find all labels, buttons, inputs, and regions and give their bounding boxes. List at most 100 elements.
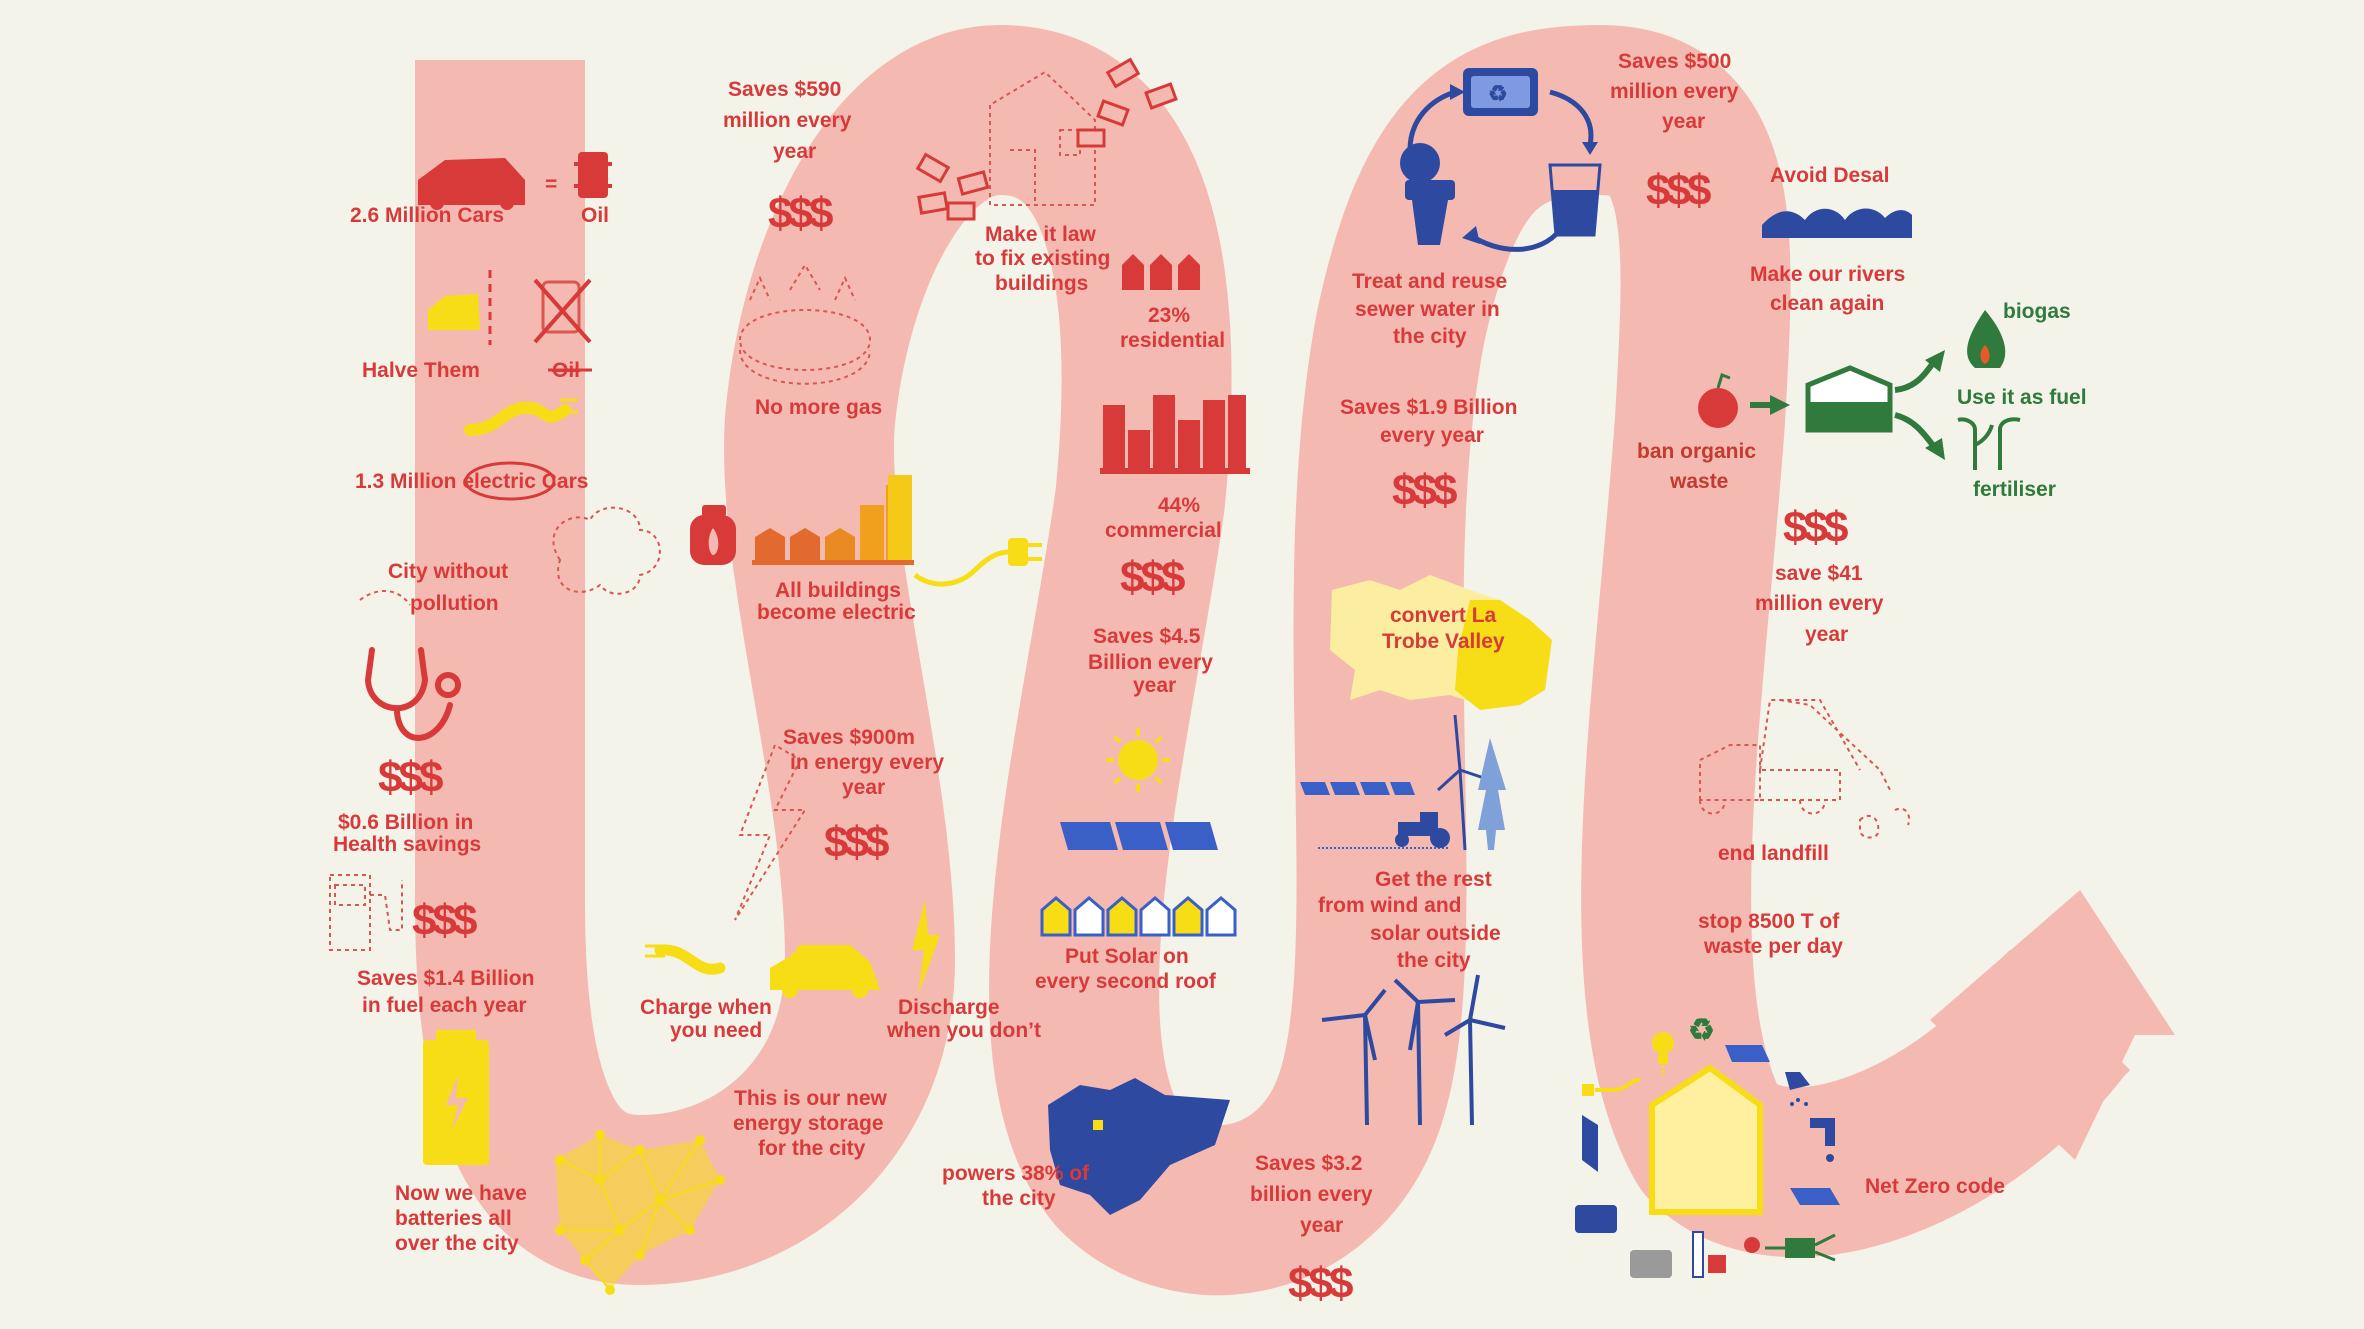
lightbulb-icon [1652, 1032, 1674, 1076]
sprout-icon [1957, 417, 2021, 470]
discharge-bolt-icon [912, 900, 940, 995]
wind-line1: Get the rest [1375, 868, 1492, 891]
flame-core-icon [1980, 345, 1990, 364]
desal-label: Avoid Desal [1770, 164, 1889, 187]
commercial-buildings-icon [1100, 395, 1250, 474]
biogas-label: biogas [2003, 300, 2071, 323]
commercial-savings-line3: year [1133, 674, 1176, 697]
commercial-line2: commercial [1105, 519, 1222, 542]
leaky-house-icon [989, 70, 1096, 206]
stage-waste: Saves $500 million every year $$$ Avoid … [1575, 50, 2087, 1278]
law-line3: buildings [995, 272, 1088, 295]
fuel-dollar-symbol: $$$ [412, 896, 477, 945]
battery-line2: batteries all [395, 1207, 512, 1230]
solar-panels-icon [1060, 822, 1218, 850]
energy-dollar-symbol: $$$ [824, 818, 889, 867]
battery-line3: over the city [395, 1232, 519, 1255]
buildings-savings-line2: million every [723, 109, 852, 132]
pathway-start-cap [415, 60, 585, 90]
stage-cars: = 2.6 Million Cars Oil Halve Them Oil 1.… [329, 152, 661, 1255]
rivers-line2: clean again [1770, 292, 1884, 315]
toilet-icon [1400, 143, 1455, 245]
recycle-symbol-icon: ♻ [1488, 81, 1508, 106]
charge-plug-icon [645, 944, 726, 975]
organic-line1: ban organic [1637, 440, 1756, 463]
water-meter-icon [1692, 1231, 1726, 1278]
city-map-icon [1048, 1078, 1230, 1215]
tractor-icon [1395, 812, 1450, 848]
halve-label: Halve Them [362, 359, 480, 382]
electric-cars-label: 1.3 Million electric Cars [355, 470, 588, 493]
rivers-line1: Make our rivers [1750, 263, 1905, 286]
shower-icon [1785, 1072, 1810, 1106]
energy-savings-line3: year [842, 776, 885, 799]
gas-bottle-icon [690, 505, 736, 565]
residential-line2: residential [1120, 329, 1225, 352]
pollution-line1: City without [388, 560, 508, 583]
residential-line1: 23% [1148, 304, 1190, 327]
tonnes-line1: stop 8500 T of [1698, 910, 1840, 933]
digester-icon [1750, 350, 1945, 460]
storage-line1: This is our new [734, 1087, 888, 1110]
waste-savings-line1: Saves $500 [1618, 50, 1731, 73]
wind-line2: from wind and [1318, 894, 1462, 917]
la-trobe-valley-map [1330, 575, 1552, 710]
commercial-dollar-symbol: $$$ [1120, 553, 1185, 602]
discharge-line1: Discharge [898, 996, 1000, 1019]
solar-savings-line3: year [1300, 1214, 1343, 1237]
equals-sign: = [545, 173, 557, 196]
health-dollar-symbol: $$$ [378, 753, 443, 802]
wind-line3: solar outside [1370, 922, 1501, 945]
tree-icon [1478, 738, 1506, 850]
residential-houses-icon [1122, 254, 1200, 290]
waste-dollar-symbol: $$$ [1646, 166, 1711, 215]
stage-buildings: Saves $590 million every year $$$ Make i… [690, 57, 1250, 697]
wind-farm-icon [1321, 974, 1506, 1126]
solar-savings-line1: Saves $3.2 [1255, 1152, 1362, 1175]
water-glass-icon [1548, 163, 1602, 237]
commercial-savings-line2: Billion every [1088, 651, 1213, 674]
mini-digester-icon [1744, 1233, 1836, 1262]
pathway-arrowhead [1930, 890, 2175, 1160]
roof-line2: every second roof [1035, 970, 1217, 993]
oil-barrel-icon [574, 152, 612, 198]
oil-label: Oil [581, 204, 609, 227]
fuel-pump-icon [329, 874, 403, 951]
wave-icon [1762, 208, 1912, 238]
house-solar-panel-2-icon [1790, 1188, 1840, 1205]
battery-icon [423, 1030, 489, 1165]
recycle-icon: ♻ [1688, 1014, 1715, 1047]
tonnes-line2: waste per day [1703, 935, 1843, 958]
sun-icon [1106, 728, 1170, 792]
stage-solar: Put Solar on every second roof powers 38… [942, 728, 1373, 1308]
valley-line1: convert La [1390, 604, 1497, 627]
valley-line2: Trobe Valley [1382, 630, 1505, 653]
electric-buildings-line2: become electric [757, 601, 916, 624]
plug-cable-icon [464, 398, 578, 436]
stethoscope-icon [364, 647, 461, 741]
energy-savings-line1: Saves $900m [783, 726, 915, 749]
recycle-bin-icon [1575, 1205, 1617, 1233]
cars-label: 2.6 Million Cars [350, 204, 504, 227]
recycle-water-cycle: ♻ [1400, 68, 1602, 252]
law-line2: to fix existing [975, 247, 1110, 270]
discharge-line2: when you don’t [886, 1019, 1041, 1042]
waste-savings-line3: year [1662, 110, 1705, 133]
tap-icon [1810, 1118, 1835, 1162]
water-dollar-symbol: $$$ [1392, 466, 1457, 515]
money-notes-icon [915, 57, 1178, 221]
landfill-bin-icon [1630, 1250, 1672, 1278]
plug-icon [913, 538, 1042, 587]
health-line1: $0.6 Billion in [338, 811, 473, 834]
stage-water: ♻ Treat and reuse sewer water in the cit… [1300, 68, 1602, 1126]
house-solar-panel-icon [1725, 1045, 1770, 1062]
solar-houses-icon [1040, 896, 1237, 937]
commercial-savings-line1: Saves $4.5 [1093, 625, 1201, 648]
energy-savings-line2: in energy every [790, 751, 944, 774]
building-bars-icon [752, 475, 914, 565]
car-icon [418, 158, 525, 210]
crossed-oil-icon [533, 278, 592, 344]
apple-icon [1698, 373, 1738, 428]
buildings-dollar-symbol: $$$ [768, 189, 833, 238]
